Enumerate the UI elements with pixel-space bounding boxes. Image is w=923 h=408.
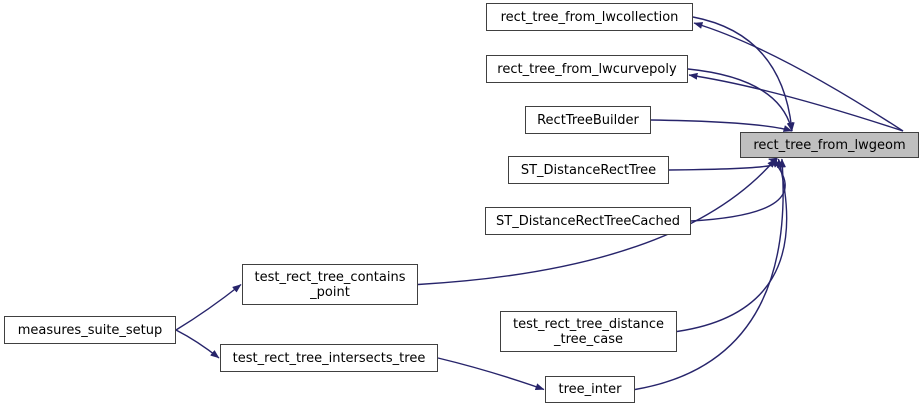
graph-node-measures_suite_setup[interactable]: measures_suite_setup <box>4 316 176 344</box>
edge-measures_suite_setup-to-test_rect_tree_intersects_tree <box>175 329 220 359</box>
graph-node-label: test_rect_tree_distance _tree_case <box>512 316 664 347</box>
graph-node-label: rect_tree_from_lwgeom <box>753 137 906 153</box>
graph-node-rect_tree_from_lwgeom[interactable]: rect_tree_from_lwgeom <box>740 132 919 158</box>
graph-node-label: rect_tree_from_lwcurvepoly <box>497 61 677 77</box>
edge-ST_DistanceRectTree-to-rect_tree_from_lwgeom <box>668 157 778 171</box>
graph-node-test_rect_tree_intersects_tree[interactable]: test_rect_tree_intersects_tree <box>220 344 438 372</box>
graph-node-label: test_rect_tree_contains _point <box>254 269 406 300</box>
edge-rect_tree_from_lwgeom-to-rect_tree_from_lwcurvepoly <box>688 72 904 132</box>
graph-node-rect_tree_from_lwcurvepoly[interactable]: rect_tree_from_lwcurvepoly <box>486 55 688 83</box>
graph-node-rect_tree_from_lwcollection[interactable]: rect_tree_from_lwcollection <box>486 3 693 31</box>
graph-node-ST_DistanceRectTreeCached[interactable]: ST_DistanceRectTreeCached <box>485 207 691 235</box>
edge-test_rect_tree_intersects_tree-to-tree_inter <box>437 357 545 391</box>
edge-tree_inter-to-rect_tree_from_lwgeom <box>634 158 786 391</box>
edge-test_rect_tree_contains_point-to-rect_tree_from_lwgeom <box>417 158 777 286</box>
edge-measures_suite_setup-to-test_rect_tree_contains_point <box>175 283 242 331</box>
edge-rect_tree_from_lwcollection-to-rect_tree_from_lwgeom <box>692 16 795 132</box>
graph-node-label: ST_DistanceRectTreeCached <box>496 213 680 229</box>
edge-rect_tree_from_lwcurvepoly-to-rect_tree_from_lwgeom <box>687 68 794 132</box>
graph-node-label: rect_tree_from_lwcollection <box>500 9 679 25</box>
graph-node-label: RectTreeBuilder <box>537 112 639 128</box>
graph-node-label: test_rect_tree_intersects_tree <box>232 350 426 366</box>
graph-node-label: measures_suite_setup <box>17 322 163 338</box>
graph-node-RectTreeBuilder[interactable]: RectTreeBuilder <box>525 106 651 134</box>
graph-node-test_rect_tree_distance_tree_case[interactable]: test_rect_tree_distance _tree_case <box>500 311 677 352</box>
edge-test_rect_tree_distance_tree_case-to-rect_tree_from_lwgeom <box>676 158 788 333</box>
graph-node-label: ST_DistanceRectTree <box>520 162 657 178</box>
graph-node-ST_DistanceRectTree[interactable]: ST_DistanceRectTree <box>508 156 669 184</box>
graph-node-tree_inter[interactable]: tree_inter <box>545 376 635 403</box>
graph-node-label: tree_inter <box>558 382 622 397</box>
edge-RectTreeBuilder-to-rect_tree_from_lwgeom <box>650 119 793 132</box>
edge-rect_tree_from_lwgeom-to-rect_tree_from_lwcollection <box>693 22 904 132</box>
graph-node-test_rect_tree_contains_point[interactable]: test_rect_tree_contains _point <box>242 264 418 305</box>
